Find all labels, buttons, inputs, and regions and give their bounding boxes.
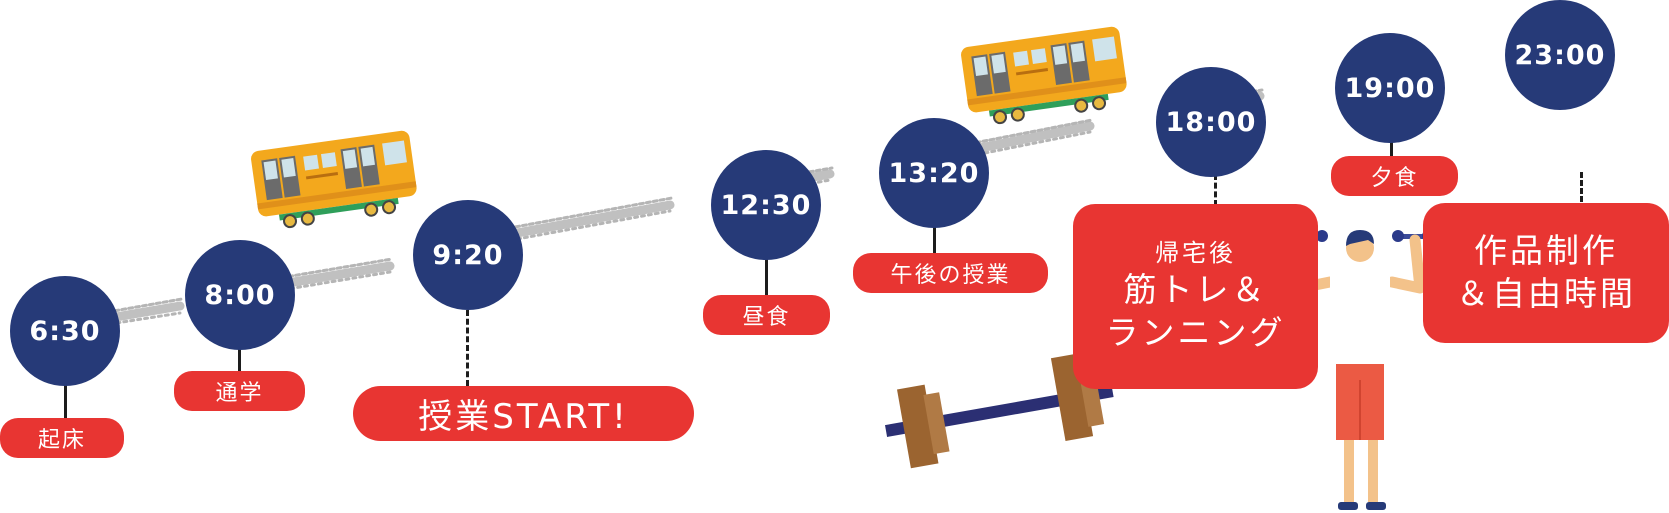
connector-line [1214,174,1217,206]
connector-line [466,310,469,386]
time-circle-1900: 19:00 [1335,33,1445,143]
connector-line [933,226,936,254]
connector-line [64,384,67,420]
time-circle-0920: 9:20 [413,200,523,310]
connector-line [238,346,241,372]
label-creative-work-line1: 作品制作 [1474,231,1618,271]
connector-line [1390,142,1393,158]
label-afternoon-class: 午後の授業 [853,253,1048,293]
label-training-line1: 帰宅後 [1155,239,1236,268]
connector-line [1580,172,1583,202]
time-circle-1800: 18:00 [1156,67,1266,177]
label-lunch: 昼食 [703,295,830,335]
time-circle-1320: 13:20 [879,118,989,228]
label-wake-up: 起床 [0,418,124,458]
label-training: 帰宅後 筋トレ＆ ランニング [1073,204,1318,389]
train-icon [961,26,1127,125]
label-dinner: 夕食 [1331,156,1458,196]
connector-line [765,258,768,296]
label-commute: 通学 [174,371,305,411]
barbell-icon [885,353,1114,469]
label-training-line2: 筋トレ＆ [1123,270,1268,310]
label-creative-work: 作品制作 ＆自由時間 [1423,203,1669,343]
train-icon [251,130,417,229]
time-circle-1230: 12:30 [711,150,821,260]
label-creative-work-line2: ＆自由時間 [1456,274,1636,313]
time-circle-0800: 8:00 [185,240,295,350]
person-exercising-icon [1286,230,1434,510]
label-class-start: 授業START! [353,386,694,441]
time-circle-2300: 23:00 [1505,0,1615,110]
time-circle-0630: 6:30 [10,276,120,386]
label-training-line3: ランニング [1105,313,1286,353]
